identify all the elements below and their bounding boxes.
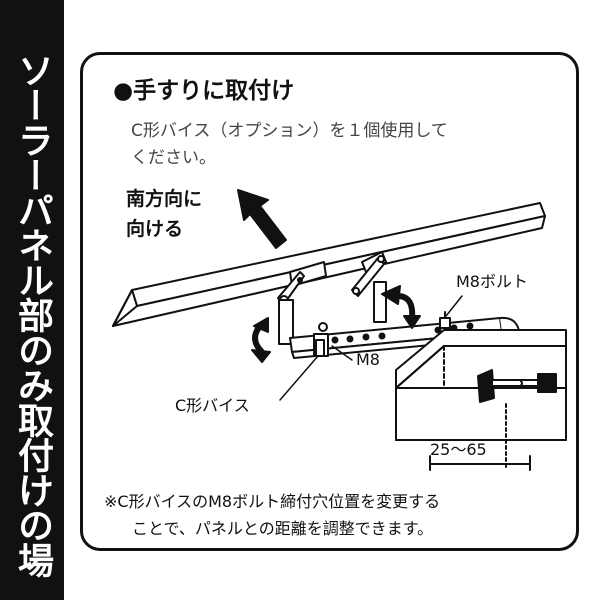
- label-c-vise: C形バイス: [175, 396, 250, 415]
- side-title: ソーラーパネル部のみ取付けの場合: [12, 52, 53, 577]
- leader-c-vise: [279, 355, 319, 401]
- section-heading: ●手すりに取付け: [113, 78, 295, 104]
- c-vise-clamp: [313, 322, 329, 357]
- description: C形バイス（オプション）を１個使用して ください。: [131, 118, 448, 172]
- label-range: 25～65: [430, 440, 487, 459]
- description-line-1: C形バイス（オプション）を１個使用して: [131, 121, 448, 141]
- description-line-2: ください。: [131, 148, 216, 168]
- solar-panel: [112, 202, 546, 327]
- hinge-bracket-right: [351, 251, 387, 297]
- label-m8-bolt: M8ボルト: [456, 272, 528, 291]
- dimension-line: [429, 403, 531, 471]
- label-m8: M8: [356, 350, 380, 369]
- side-band: [0, 0, 64, 600]
- post-right: [373, 281, 387, 323]
- leader-m8: [331, 345, 353, 361]
- note-line-1: ※C形バイスのM8ボルト締付穴位置を変更する: [104, 492, 441, 511]
- m8-bolt-icon: [439, 311, 451, 329]
- direction-label-line-2: 向ける: [126, 218, 184, 240]
- leader-m8-bolt: [445, 295, 463, 317]
- note: ※C形バイスのM8ボルト締付穴位置を変更する ことで、パネルとの距離を調整できま…: [104, 488, 440, 542]
- direction-label-line-1: 南方向に: [126, 188, 203, 210]
- direction-arrow-icon: [237, 189, 287, 249]
- clamp-screw: [477, 369, 557, 403]
- note-line-2: ことで、パネルとの距離を調整できます。: [132, 519, 434, 538]
- post-left: [278, 299, 294, 345]
- direction-label: 南方向に 向ける: [126, 184, 202, 244]
